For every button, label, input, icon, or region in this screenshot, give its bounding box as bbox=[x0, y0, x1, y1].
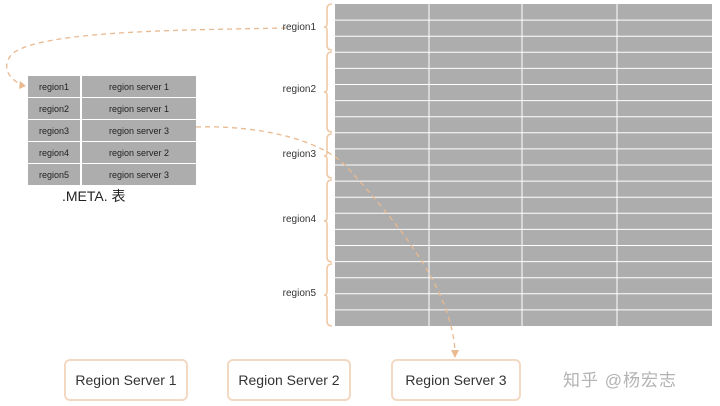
meta-region-cell: region1 bbox=[28, 76, 82, 98]
meta-table: region1 region server 1 region2 region s… bbox=[28, 76, 196, 185]
meta-server-cell: region server 3 bbox=[81, 163, 196, 185]
meta-server-cell: region server 1 bbox=[81, 97, 196, 120]
meta-row: region2 region server 1 bbox=[28, 97, 196, 120]
region3-server-arrow bbox=[195, 126, 456, 353]
meta-region-cell: region3 bbox=[28, 119, 82, 142]
meta-region-cell: region2 bbox=[28, 97, 82, 120]
region-bracket-5 bbox=[323, 263, 333, 327]
meta-row: region5 region server 3 bbox=[28, 163, 196, 185]
meta-table-caption: .META. 表 bbox=[62, 188, 126, 204]
region-bracket-1 bbox=[323, 3, 333, 51]
region3-arrowhead bbox=[451, 350, 459, 358]
meta-region-cell: region4 bbox=[28, 141, 82, 164]
region-server-2-box: Region Server 2 bbox=[227, 359, 351, 401]
region-bracket-2 bbox=[323, 51, 333, 133]
meta-server-cell: region server 2 bbox=[81, 141, 196, 164]
zhihu-watermark: 知乎 @杨宏志 bbox=[563, 371, 677, 390]
region1-lookup-arrow bbox=[6, 27, 287, 87]
meta-row: region4 region server 2 bbox=[28, 141, 196, 164]
meta-server-cell: region server 1 bbox=[108, 81, 170, 92]
region-bracket-4 bbox=[323, 179, 333, 263]
region1-arrowhead bbox=[19, 81, 26, 89]
region-label-2: region2 bbox=[282, 84, 316, 95]
region-label-5: region5 bbox=[282, 288, 316, 299]
region-label-4: region4 bbox=[282, 214, 316, 225]
region-server-3-box: Region Server 3 bbox=[391, 359, 521, 401]
meta-server-cell: region server 3 bbox=[81, 119, 196, 142]
meta-row: region1 region server 1 bbox=[28, 76, 196, 98]
region-label-3: region3 bbox=[282, 149, 316, 160]
region-server-1-box: Region Server 1 bbox=[64, 359, 188, 401]
meta-row: region3 region server 3 bbox=[28, 119, 196, 142]
hbase-table-grid bbox=[335, 4, 712, 326]
meta-region-cell: region5 bbox=[28, 163, 82, 185]
region-bracket-3 bbox=[323, 133, 333, 179]
region-label-1: region1 bbox=[282, 22, 316, 33]
region-brackets bbox=[323, 3, 333, 327]
